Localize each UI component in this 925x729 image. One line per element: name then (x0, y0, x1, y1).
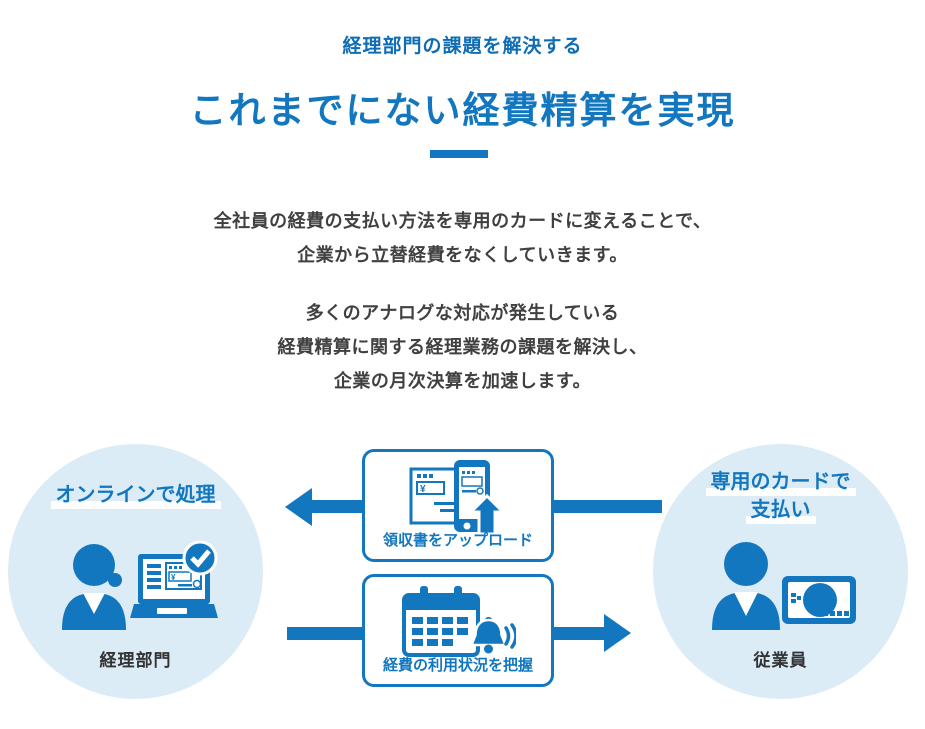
arrow-top-left-shaft (311, 500, 363, 513)
intro-paragraph-2: 多くのアナログな対応が発生している 経費精算に関する経理業務の課題を解決し、 企… (0, 296, 925, 398)
intro-p1-line1: 全社員の経費の支払い方法を専用のカードに変えることで、 (213, 211, 712, 231)
arrow-right-head-icon (604, 614, 631, 652)
employee-circle-title: 専用のカードで 支払い (653, 468, 908, 524)
step-label-expense-status: 経費の利用状況を把握 (382, 657, 533, 674)
arrow-top-right-shaft (553, 500, 662, 513)
receipt-upload-phone-icon: ¥ (408, 458, 508, 541)
receipt-yen-symbol: ¥ (420, 484, 426, 495)
arrow-bottom-left-shaft (287, 627, 363, 640)
accounting-title-text: オンラインで処理 (50, 481, 221, 509)
intro-p2-line3: 企業の月次決算を加速します。 (333, 371, 592, 391)
intro-paragraph-1: 全社員の経費の支払い方法を専用のカードに変えることで、 企業から立替経費をなくし… (0, 204, 925, 272)
step-label-receipt-upload: 領収書をアップロード (382, 532, 533, 549)
employee-card-icon (706, 538, 856, 635)
accountant-laptop-check-icon: ¥ (54, 538, 218, 635)
arrow-bottom-right-shaft (553, 627, 605, 640)
section-title: これまでにない経費精算を実現 (189, 90, 736, 131)
intro-p1-line2: 企業から立替経費をなくしていきます。 (297, 245, 628, 265)
arrow-left-head-icon (285, 488, 312, 526)
step-box-expense-status: 経費の利用状況を把握 (362, 574, 554, 687)
accounting-circle-title: オンラインで処理 (8, 481, 263, 509)
calendar-alert-icon (400, 583, 518, 666)
step-box-receipt-upload: ¥ 領収書をアップロード (362, 449, 554, 562)
employee-circle: 専用のカードで 支払い 従業員 (653, 444, 908, 699)
intro-p2-line1: 多くのアナログな対応が発生している (305, 303, 620, 323)
title-divider (430, 150, 488, 158)
employee-circle-label: 従業員 (753, 651, 808, 670)
accounting-circle: オンラインで処理 ¥ (8, 444, 263, 699)
intro-p2-line2: 経費精算に関する経理業務の課題を解決し、 (277, 337, 648, 357)
laptop-receipt-yen-symbol: ¥ (171, 573, 176, 582)
section-subtitle: 経理部門の課題を解決する (342, 36, 583, 57)
accounting-circle-label: 経理部門 (99, 651, 172, 670)
employee-title-line1: 専用のカードで (705, 468, 856, 496)
employee-title-line2: 支払い (745, 496, 816, 524)
